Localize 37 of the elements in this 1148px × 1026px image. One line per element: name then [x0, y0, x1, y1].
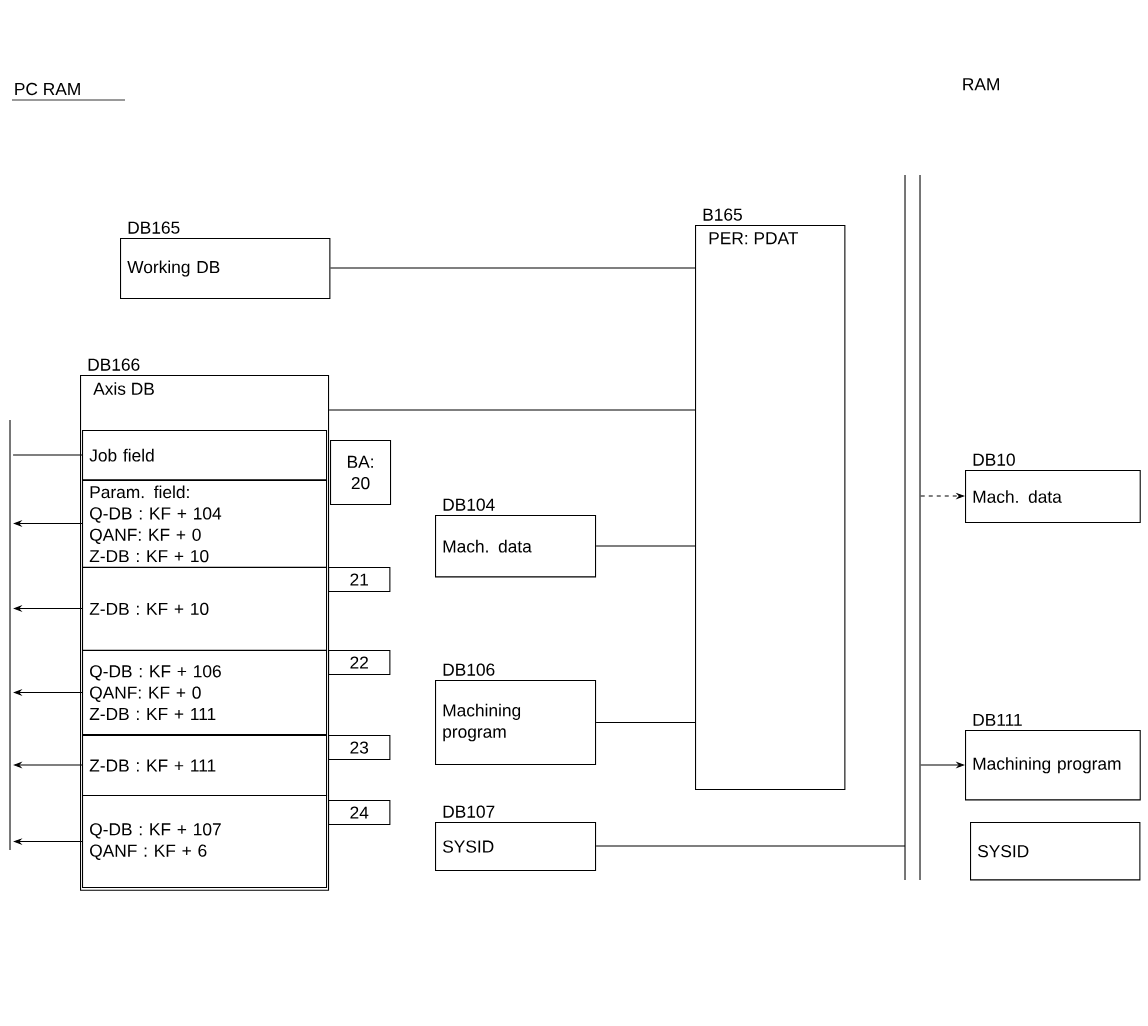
node-label: DB111 — [973, 713, 1022, 726]
data-block: B165 PER: PDAT — [695, 208, 846, 791]
node-label: DB165 — [128, 221, 180, 234]
data-block: DB104 Mach. data — [435, 498, 597, 578]
heading-text: PC RAM — [11, 82, 126, 101]
number-tab: 22 — [328, 650, 391, 676]
number-tab: 24 — [328, 800, 391, 826]
field-section: Q-DB : KF + 106 QANF: KF + 0 Z-DB : KF + 111 — [82, 650, 328, 736]
connector-line — [595, 721, 696, 724]
field-section: Q-DB : KF + 107 QANF : KF + 6 — [82, 795, 328, 889]
bracket-line — [9, 419, 11, 851]
number-tab: 21 — [328, 567, 391, 593]
number-tab: BA: 20 — [330, 440, 392, 506]
node-label: DB166 — [88, 358, 140, 371]
field-section: Param. field: Q-DB : KF + 104 QANF: KF + 0 Z-DB : KF + 10 — [82, 480, 328, 568]
node-label: B165 — [703, 208, 742, 221]
data-block: DB106 Machining program — [435, 663, 597, 766]
node-label: DB106 — [443, 663, 495, 676]
data-block: DB10 Mach. data — [965, 453, 1141, 524]
data-block: SYSID — [970, 822, 1141, 881]
field-section: Z-DB : KF + 111 — [82, 735, 328, 797]
number-tab: 23 — [328, 735, 391, 761]
node-label: DB107 — [443, 805, 495, 818]
data-block: DB111 Machining program — [965, 713, 1141, 801]
node-label: DB104 — [443, 498, 495, 511]
connector-line — [12, 454, 83, 456]
data-block: DB107 SYSID — [435, 805, 597, 872]
node-label: DB10 — [973, 453, 1015, 466]
field-section: Z-DB : KF + 10 — [82, 567, 328, 651]
connector-line — [595, 845, 906, 847]
field-section: Job field — [82, 430, 328, 481]
connector-line — [329, 267, 696, 269]
connector-line — [328, 409, 696, 411]
heading-text: RAM — [963, 78, 999, 91]
bus-line — [904, 174, 921, 881]
connector-line — [595, 545, 696, 547]
data-block: DB165 Working DB — [120, 221, 331, 300]
